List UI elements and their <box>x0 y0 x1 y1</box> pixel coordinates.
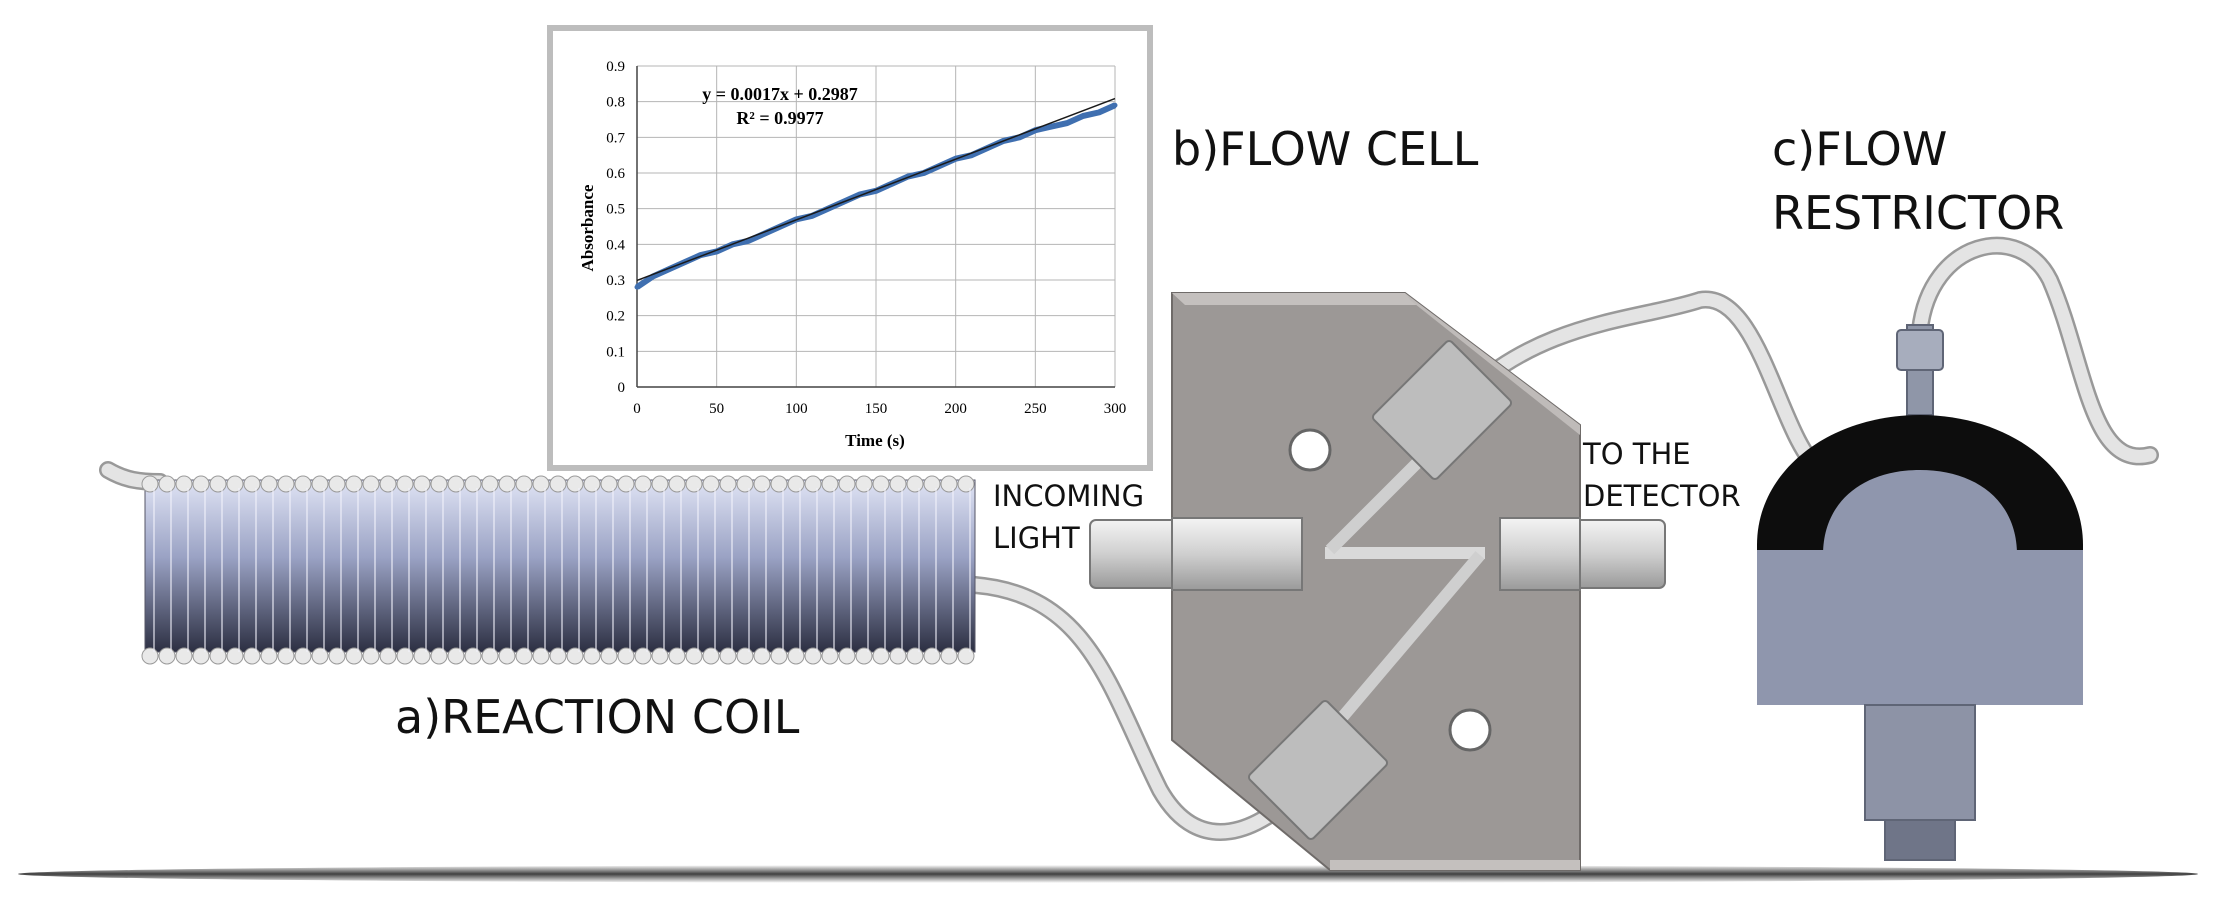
chart-y-tick-label: 0.9 <box>606 59 625 75</box>
chart-y-tick-label: 0.8 <box>606 95 625 111</box>
chart-y-tick-label: 0.2 <box>606 309 625 325</box>
chart-trendline <box>636 97 1116 282</box>
flow-restrictor-label: c)FLOW RESTRICTOR <box>1772 122 2065 240</box>
tubing <box>99 236 2159 841</box>
chart-y-tick-label: 0.3 <box>606 273 625 289</box>
reaction-coil <box>141 475 976 665</box>
chart-equation: y = 0.0017x + 0.2987 <box>702 84 858 104</box>
chart-x-tick-label: 300 <box>1104 401 1127 417</box>
chart-point <box>1080 113 1086 119</box>
reaction-coil-label: a)REACTION COIL <box>395 690 800 744</box>
chart-point <box>1096 109 1102 115</box>
chart-r-squared: R² = 0.9977 <box>736 108 823 128</box>
chart-trendline-layer <box>636 97 1116 282</box>
chart-x-tick-label: 100 <box>785 401 808 417</box>
chart-point <box>746 238 752 244</box>
chart-point <box>1048 124 1054 130</box>
chart-y-tick-label: 0 <box>618 380 626 396</box>
absorbance-chart: 0 0.1 0.2 0.3 0.4 0.5 0.6 0.7 0.8 0.9 0 50 100 150 200… <box>547 25 1153 471</box>
chart-x-tick-label: 150 <box>865 401 888 417</box>
chart-point <box>1064 120 1070 126</box>
chart-x-label: Time (s) <box>845 431 905 450</box>
chart-y-tick-label: 0.5 <box>606 202 625 218</box>
chart-y-tick-label: 0.7 <box>606 130 625 146</box>
chart-y-label: Absorbance <box>578 184 597 271</box>
incoming-light-label: INCOMING LIGHT <box>993 479 1145 555</box>
chart-y-tick-label: 0.1 <box>606 344 625 360</box>
to-detector-label: TO THE DETECTOR <box>1583 437 1741 513</box>
chart-x-tick-label: 200 <box>944 401 967 417</box>
chart-y-tick-label: 0.6 <box>606 166 625 182</box>
chart-x-tick-label: 250 <box>1024 401 1047 417</box>
chart-y-tick-label: 0.4 <box>606 237 625 253</box>
chart-x-tick-label: 50 <box>709 401 724 417</box>
flow-cell <box>1171 292 1581 871</box>
chart-point <box>634 284 640 290</box>
chart-axes: 0 0.1 0.2 0.3 0.4 0.5 0.6 0.7 0.8 0.9 0 50 100 150 200… <box>606 59 1126 417</box>
flow-cell-label: b)FLOW CELL <box>1172 122 1479 176</box>
chart-point <box>1112 102 1118 108</box>
floor-shadow <box>18 865 2198 883</box>
chart-x-tick-label: 0 <box>633 401 641 417</box>
flow-restrictor <box>1757 324 2083 861</box>
